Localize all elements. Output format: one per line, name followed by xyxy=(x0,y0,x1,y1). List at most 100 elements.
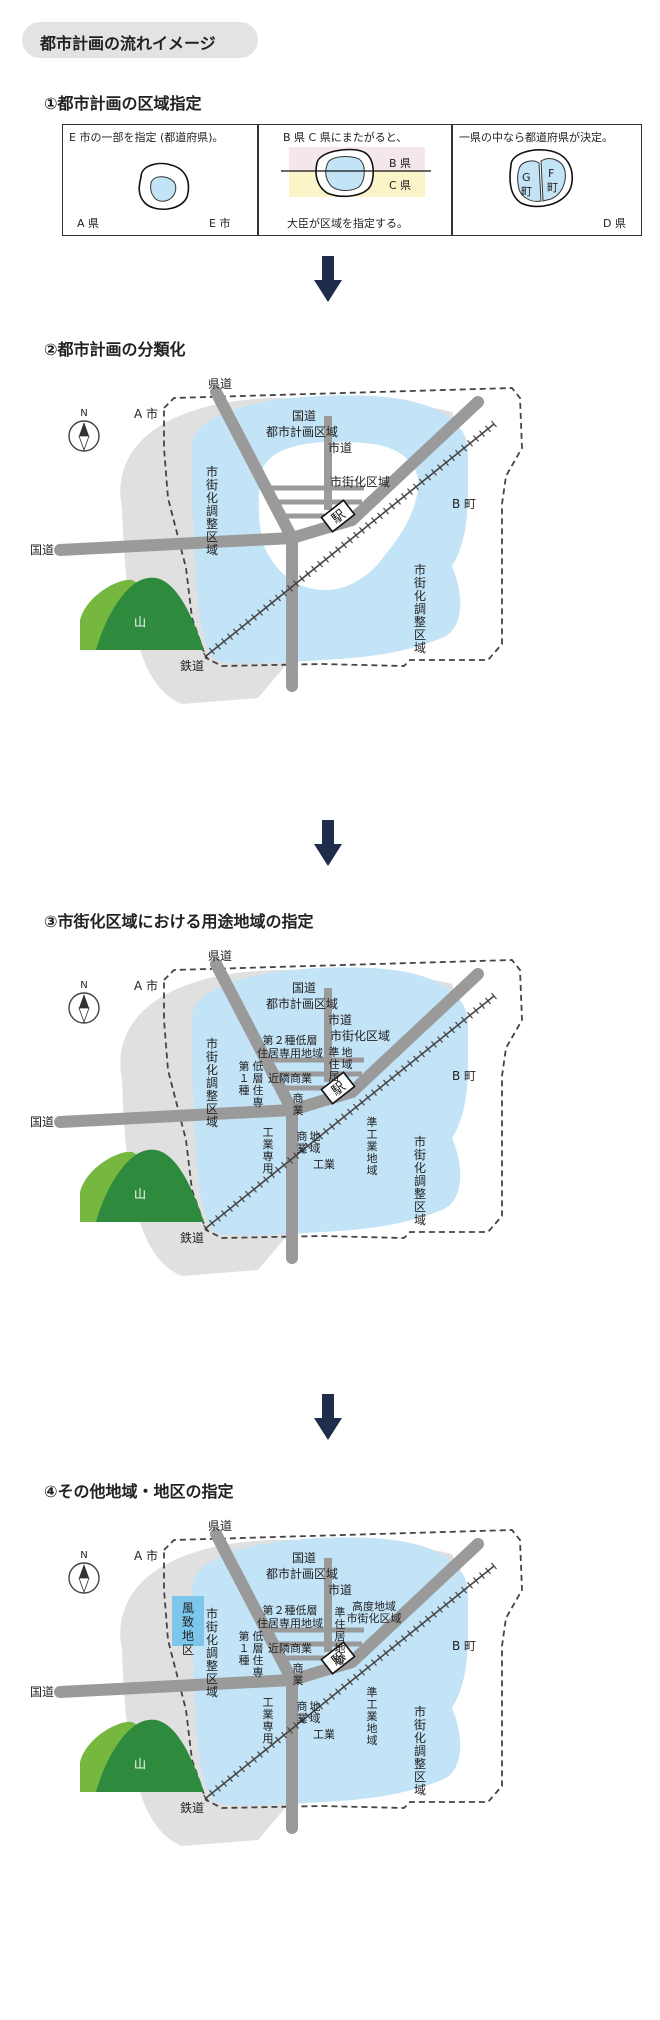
svg-text:第: 第 xyxy=(239,1059,250,1073)
svg-text:地: 地 xyxy=(310,1130,321,1143)
label-railway: 鉄道 xyxy=(180,658,204,673)
svg-text:域: 域 xyxy=(335,1654,346,1667)
panel-d-prefecture: 一県の中なら都道府県が決定。 G 町 F 町 D 県 xyxy=(452,124,642,236)
label-city-a: A 市 xyxy=(134,406,158,421)
svg-text:１: １ xyxy=(239,1072,250,1085)
svg-text:層: 層 xyxy=(253,1072,264,1085)
svg-text:地: 地 xyxy=(310,1700,321,1713)
label-planning-area: 都市計画区域 xyxy=(266,996,338,1011)
svg-text:域: 域 xyxy=(414,1213,426,1227)
planning-area-boundary xyxy=(163,959,523,1239)
label-city-a: A 市 xyxy=(134,978,158,993)
svg-text:地: 地 xyxy=(342,1046,353,1059)
svg-text:市: 市 xyxy=(206,1606,218,1621)
svg-text:区: 区 xyxy=(182,1643,194,1657)
svg-text:工: 工 xyxy=(367,1698,378,1711)
svg-text:市: 市 xyxy=(206,1036,218,1051)
svg-text:化: 化 xyxy=(414,589,426,603)
compass-north-label: N xyxy=(80,408,87,419)
label-railway: 鉄道 xyxy=(180,1800,204,1815)
svg-text:整: 整 xyxy=(206,516,218,531)
svg-text:域: 域 xyxy=(310,1712,321,1725)
panel3-g-char1: G xyxy=(522,171,531,184)
svg-text:業: 業 xyxy=(293,1104,304,1117)
label-national-road-left: 国道 xyxy=(30,1115,54,1129)
svg-text:化: 化 xyxy=(414,1161,426,1175)
svg-text:業: 業 xyxy=(263,1138,274,1151)
planning-area-boundary xyxy=(163,1529,523,1809)
label-planning-area: 都市計画区域 xyxy=(266,1566,338,1581)
label-town-b: B 町 xyxy=(452,1069,476,1083)
label-prefectural-road: 県道 xyxy=(208,1519,232,1533)
svg-text:準: 準 xyxy=(335,1605,346,1619)
svg-text:区: 区 xyxy=(206,1102,218,1116)
svg-text:整: 整 xyxy=(414,614,426,629)
svg-text:商: 商 xyxy=(293,1091,304,1105)
svg-text:市: 市 xyxy=(414,1134,426,1149)
svg-text:域: 域 xyxy=(206,1115,218,1129)
svg-text:居: 居 xyxy=(335,1630,346,1643)
svg-text:調: 調 xyxy=(206,1646,218,1660)
svg-text:第２種低層: 第２種低層 xyxy=(263,1033,318,1047)
label-national-road-top: 国道 xyxy=(292,981,316,995)
label-mountain: 山 xyxy=(134,1187,146,1201)
svg-text:業: 業 xyxy=(293,1674,304,1687)
svg-text:工: 工 xyxy=(263,1126,274,1139)
label-national-road-left: 国道 xyxy=(30,1685,54,1699)
svg-text:域: 域 xyxy=(367,1734,378,1747)
label-national-road-top: 国道 xyxy=(292,1551,316,1565)
svg-text:域: 域 xyxy=(367,1164,378,1177)
svg-text:業: 業 xyxy=(297,1142,308,1155)
svg-text:街: 街 xyxy=(414,1148,426,1162)
panel2-text-top: B 県 C 県にまたがると、 xyxy=(283,131,408,144)
national-road xyxy=(54,968,484,1128)
mountain-dark xyxy=(96,1149,204,1222)
svg-text:区: 区 xyxy=(414,1770,426,1784)
label-city-road: 市道 xyxy=(328,1012,352,1027)
national-road xyxy=(54,1538,484,1698)
zone-industrial: 工業 xyxy=(313,1158,335,1171)
svg-text:準: 準 xyxy=(367,1685,378,1699)
compass-north-label: N xyxy=(80,1550,87,1561)
svg-text:工: 工 xyxy=(263,1696,274,1709)
svg-text:業: 業 xyxy=(263,1708,274,1721)
label-town-b: B 町 xyxy=(452,1639,476,1653)
compass-needle-north-icon xyxy=(79,422,89,436)
panel1-right-label: E 市 xyxy=(209,217,231,230)
svg-text:第: 第 xyxy=(239,1629,250,1643)
header-pill: 都市計画の流れイメージ xyxy=(22,22,258,58)
station-box: 駅 xyxy=(320,1071,356,1105)
label-city-a: A 市 xyxy=(134,1548,158,1563)
svg-text:風: 風 xyxy=(182,1601,194,1615)
svg-text:市: 市 xyxy=(206,464,218,479)
svg-text:調: 調 xyxy=(414,1744,426,1758)
station-box: 駅 xyxy=(320,1641,356,1675)
svg-text:住: 住 xyxy=(253,1083,264,1097)
svg-text:市: 市 xyxy=(414,1704,426,1719)
svg-text:工: 工 xyxy=(367,1128,378,1141)
svg-text:街: 街 xyxy=(206,1050,218,1064)
svg-text:街: 街 xyxy=(414,576,426,590)
svg-text:致: 致 xyxy=(182,1615,194,1629)
label-city-road: 市道 xyxy=(328,440,352,455)
panel2-figure xyxy=(281,147,431,198)
compass-needle-north-icon xyxy=(79,994,89,1008)
svg-text:調: 調 xyxy=(206,504,218,518)
arrow-down-1 xyxy=(314,256,342,304)
svg-text:業: 業 xyxy=(367,1140,378,1153)
svg-text:居: 居 xyxy=(329,1070,340,1083)
section4-title: ④その他地域・地区の指定 xyxy=(44,1482,234,1501)
panel2-label-c: C 県 xyxy=(389,179,412,192)
